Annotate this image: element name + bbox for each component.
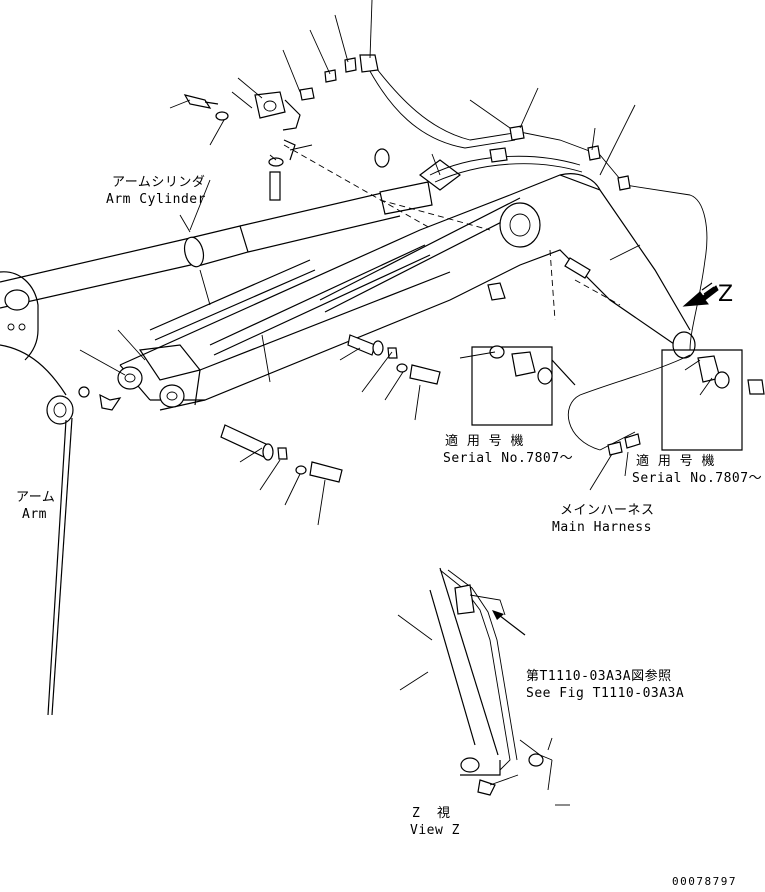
serial-1-label-en: Serial No.7807～ [443, 451, 574, 466]
view-z-arrow [682, 282, 719, 307]
view-z-label-jp: Z 視 [412, 806, 451, 821]
arm-cylinder [0, 181, 433, 309]
view-z-label-en: View Z [410, 823, 460, 838]
arm-label-jp: アーム [16, 490, 56, 505]
serial-1-label-jp: 適 用 号 機 [445, 434, 524, 449]
clamp-details [183, 57, 591, 301]
drawing-number: 00078797 [672, 875, 737, 888]
main-harness-label-jp: メインハーネス [560, 503, 655, 518]
arm-cylinder-label-jp: アームシリンダ [112, 175, 206, 190]
arm-label-en: Arm [22, 507, 47, 522]
pins-and-bolts [220, 334, 441, 483]
leader-lines [79, 0, 713, 526]
see-fig-label-en: See Fig T1110-03A3A [526, 686, 685, 701]
arm-cylinder-label-en: Arm Cylinder [106, 192, 206, 207]
serial-2-label-jp: 適 用 号 機 [636, 454, 715, 469]
see-fig-label-jp: 第T1110-03A3A図参照 [526, 669, 672, 684]
inset-bushings-1 [471, 345, 576, 426]
serial-2-label-en: Serial No.7807～ [632, 471, 763, 486]
arm-left-body [0, 271, 122, 716]
view-z-drawing [397, 567, 570, 806]
main-harness-label-en: Main Harness [552, 520, 652, 535]
harness-routing [359, 54, 708, 456]
boom-structure [117, 159, 696, 411]
view-letter-z: Z [718, 282, 734, 307]
inset-bushings-2 [661, 349, 765, 451]
